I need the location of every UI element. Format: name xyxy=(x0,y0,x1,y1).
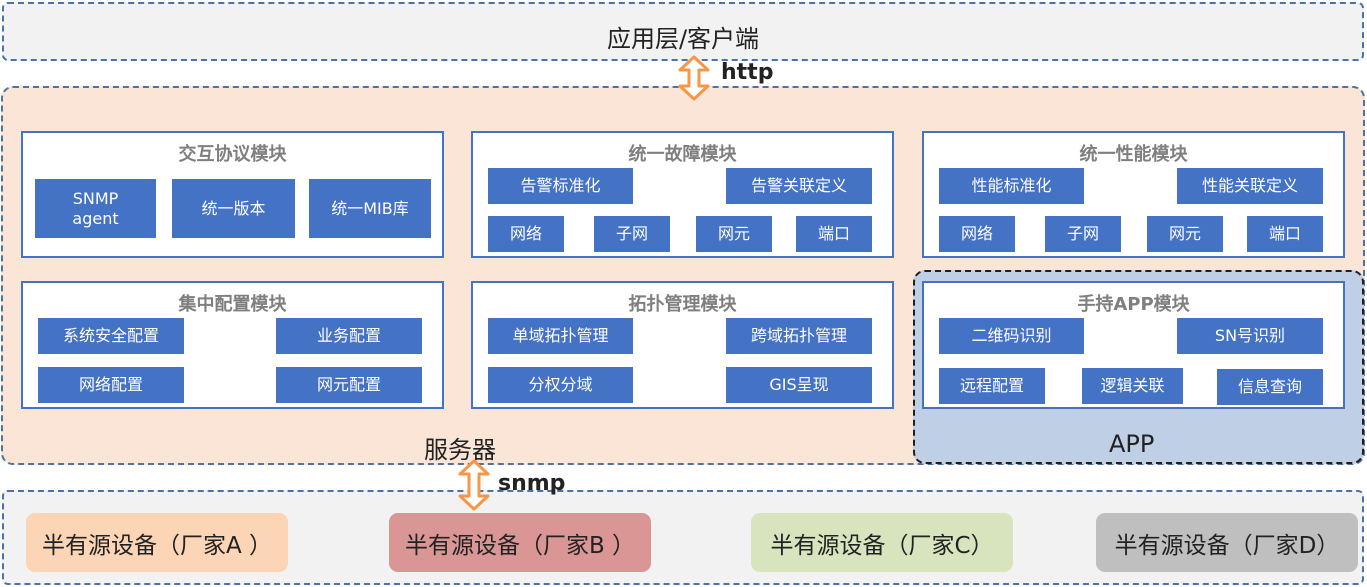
system-security-config-box: 系统安全配置 xyxy=(38,318,184,354)
alarm-correlation-box: 告警关联定义 xyxy=(726,168,872,204)
network-element-box: 网元 xyxy=(696,216,772,252)
cross-domain-topology-box: 跨域拓扑管理 xyxy=(726,318,872,354)
handheld-app-module: 手持APP模块 二维码识别 SN号识别 远程配置 逻辑关联 信息查询 xyxy=(922,281,1345,409)
network-element-box: 网元 xyxy=(1147,216,1223,252)
subnet-box: 子网 xyxy=(594,216,670,252)
app-layer-title: APP xyxy=(1109,430,1155,458)
logic-association-box: 逻辑关联 xyxy=(1082,368,1183,404)
device-vendor-d: 半有源设备（厂家D） xyxy=(1096,513,1358,572)
unified-mib-box: 统一MIB库 xyxy=(309,179,431,238)
device-vendor-b: 半有源设备（厂家B ） xyxy=(389,513,651,572)
port-box: 端口 xyxy=(1247,216,1323,252)
client-layer: 应用层/客户端 xyxy=(2,2,1364,61)
http-double-arrow-icon xyxy=(678,55,710,101)
module-title: 拓扑管理模块 xyxy=(628,294,737,315)
snmp-label: snmp xyxy=(498,471,566,496)
network-box: 网络 xyxy=(488,216,564,252)
device-vendor-c: 半有源设备（厂家C） xyxy=(751,513,1013,572)
module-title: 交互协议模块 xyxy=(178,144,287,165)
sn-recognition-box: SN号识别 xyxy=(1177,318,1323,354)
server-layer-title: 服务器 xyxy=(424,436,496,464)
topology-management-module: 拓扑管理模块 单域拓扑管理 跨域拓扑管理 分权分域 GIS呈现 xyxy=(471,281,894,409)
port-box: 端口 xyxy=(796,216,872,252)
performance-standardization-box: 性能标准化 xyxy=(939,168,1084,204)
info-query-box: 信息查询 xyxy=(1217,369,1323,405)
interaction-protocol-module: 交互协议模块 SNMP agent 统一版本 统一MIB库 xyxy=(21,131,444,258)
rights-domain-box: 分权分域 xyxy=(488,367,633,403)
module-title: 统一故障模块 xyxy=(628,144,737,165)
gis-display-box: GIS呈现 xyxy=(726,367,872,403)
network-box: 网络 xyxy=(939,216,1015,252)
ne-config-box: 网元配置 xyxy=(276,367,422,403)
snmp-double-arrow-icon xyxy=(458,459,490,511)
unified-version-box: 统一版本 xyxy=(172,179,295,238)
service-config-box: 业务配置 xyxy=(276,318,422,354)
subnet-box: 子网 xyxy=(1045,216,1121,252)
qr-code-recognition-box: 二维码识别 xyxy=(939,318,1084,354)
device-vendor-a: 半有源设备（厂家A ） xyxy=(26,513,288,572)
module-title: 手持APP模块 xyxy=(1077,294,1190,315)
alarm-standardization-box: 告警标准化 xyxy=(488,168,633,204)
unified-performance-module: 统一性能模块 性能标准化 性能关联定义 网络 子网 网元 端口 xyxy=(922,131,1345,258)
module-title: 统一性能模块 xyxy=(1079,144,1188,165)
client-layer-title: 应用层/客户端 xyxy=(606,25,760,53)
network-config-box: 网络配置 xyxy=(38,367,184,403)
http-label: http xyxy=(721,60,774,85)
module-title: 集中配置模块 xyxy=(178,294,287,315)
remote-config-box: 远程配置 xyxy=(939,368,1045,404)
unified-fault-module: 统一故障模块 告警标准化 告警关联定义 网络 子网 网元 端口 xyxy=(471,131,894,258)
performance-correlation-box: 性能关联定义 xyxy=(1177,168,1323,204)
single-domain-topology-box: 单域拓扑管理 xyxy=(488,318,633,354)
centralized-config-module: 集中配置模块 系统安全配置 业务配置 网络配置 网元配置 xyxy=(21,281,444,409)
snmp-agent-box: SNMP agent xyxy=(35,179,156,238)
